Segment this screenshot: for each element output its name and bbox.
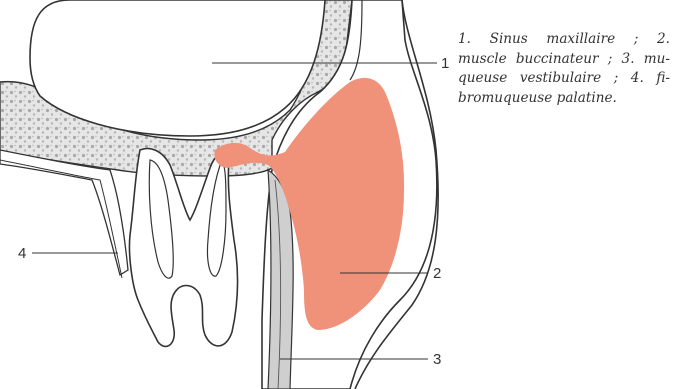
label-3: 3 xyxy=(433,351,441,368)
label-2: 2 xyxy=(433,265,441,282)
label-4: 4 xyxy=(18,245,26,262)
maxillary-sinus xyxy=(30,0,325,136)
caption-line: 1. Sinus maxillaire ; 2. xyxy=(458,30,670,50)
caption-line: queuse vestibulaire ; 4. fi- xyxy=(458,69,670,89)
label-1: 1 xyxy=(441,55,449,72)
caption-line: bromuqueuse palatine. xyxy=(458,89,670,109)
figure-caption: 1. Sinus maxillaire ; 2. muscle buccinat… xyxy=(458,30,670,108)
caption-line: muscle buccinateur ; 3. mu- xyxy=(458,50,670,70)
